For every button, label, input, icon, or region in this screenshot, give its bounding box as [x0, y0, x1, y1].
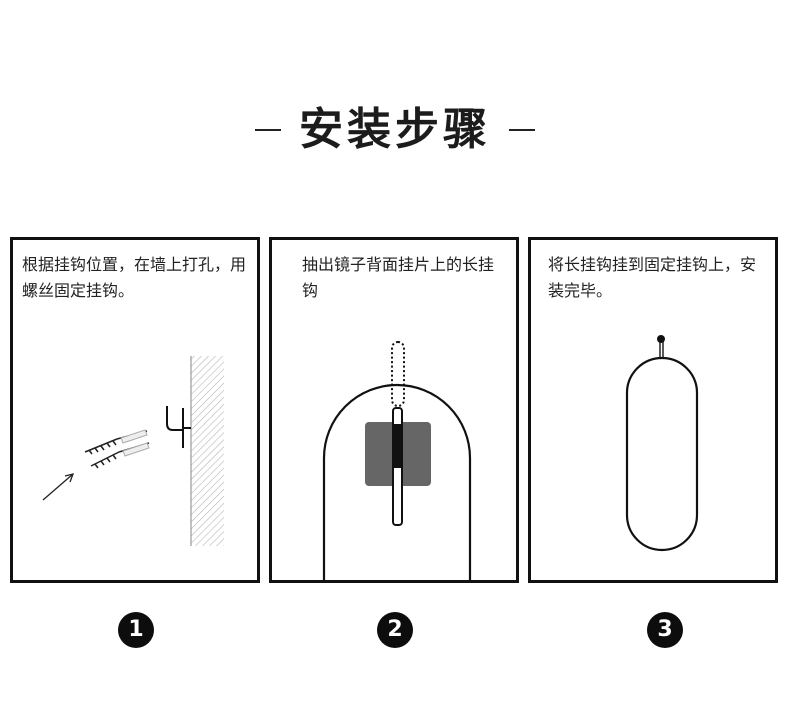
- arrow-icon: [42, 473, 75, 501]
- wall-hook-illustration: [42, 356, 224, 546]
- step-1-panel: 根据挂钩位置，在墙上打孔，用螺丝固定挂钩。: [10, 237, 260, 583]
- step-number-3: 3: [647, 612, 683, 648]
- long-hook-pulled-dotted: [391, 341, 405, 407]
- step-1-description: 根据挂钩位置，在墙上打孔，用螺丝固定挂钩。: [22, 255, 247, 300]
- wall-icon: [190, 356, 224, 546]
- step-3-description: 将长挂钩挂到固定挂钩上，安装完毕。: [548, 255, 757, 300]
- hung-mirror-illustration: [625, 335, 699, 552]
- mirror-capsule: [625, 356, 699, 552]
- title-left-dash: [255, 129, 281, 131]
- step-2-description: 抽出镜子背面挂片上的长挂钩: [302, 255, 495, 300]
- mirror-outline: [322, 383, 472, 580]
- hook-clip: [392, 424, 403, 468]
- section-title: 安装步骤: [0, 100, 790, 160]
- title-text: 安装步骤: [299, 104, 491, 155]
- title-right-dash: [509, 129, 535, 131]
- hook-icon: [166, 406, 191, 448]
- anchor-lower-icon: [122, 442, 150, 457]
- step-3-panel: 将长挂钩挂到固定挂钩上，安装完毕。: [528, 237, 778, 583]
- step-number-2: 2: [377, 612, 413, 648]
- mirror-back-illustration: [322, 341, 472, 580]
- step-number-1: 1: [118, 612, 154, 648]
- wall-hook-dot: [657, 335, 665, 343]
- step-2-panel: 抽出镜子背面挂片上的长挂钩: [269, 237, 519, 583]
- anchor-upper-icon: [120, 429, 148, 444]
